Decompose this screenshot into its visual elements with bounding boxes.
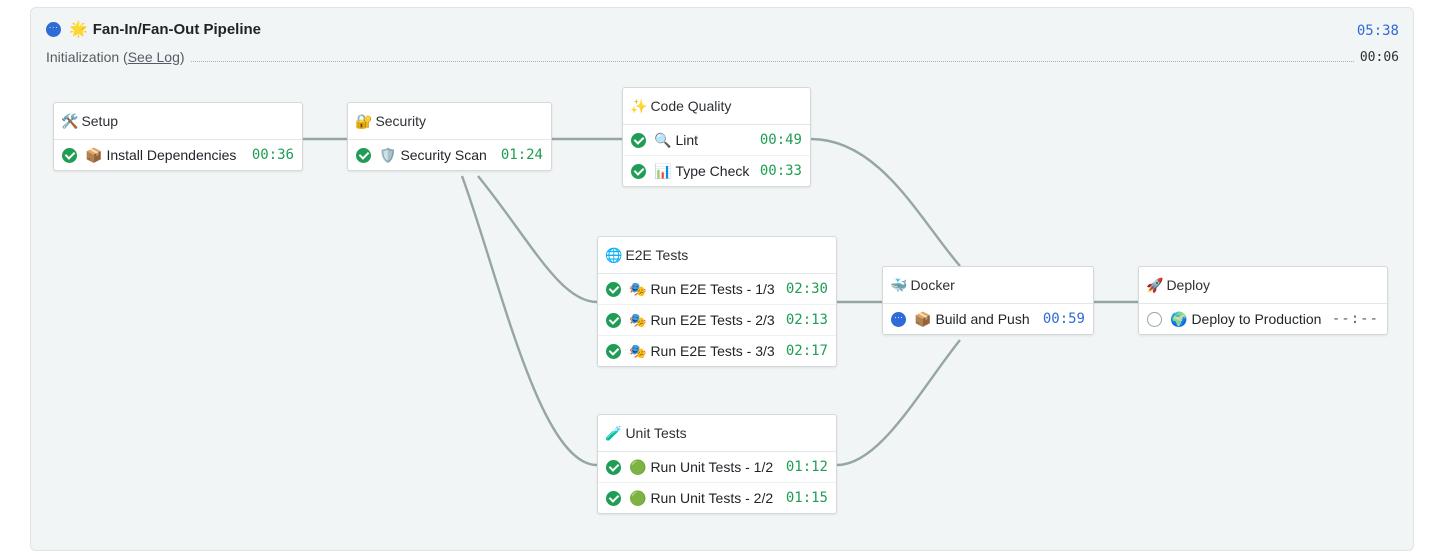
running-status-icon: ··· bbox=[46, 22, 61, 37]
green-circle-icon: 🟢 bbox=[629, 458, 647, 475]
dotted-leader bbox=[190, 60, 1354, 62]
job-time: 01:12 bbox=[785, 459, 828, 475]
job-name: Deploy to Production bbox=[1191, 311, 1322, 327]
pipeline-title[interactable]: 🌟Fan-In/Fan-Out Pipeline bbox=[69, 21, 261, 39]
masks-icon: 🎭 bbox=[629, 342, 647, 359]
passed-icon bbox=[631, 132, 646, 148]
passed-icon bbox=[631, 163, 646, 179]
job-time: 02:17 bbox=[785, 343, 828, 359]
see-log-link[interactable]: See Log bbox=[127, 49, 180, 65]
connector-security-e2e bbox=[477, 175, 598, 304]
job-name: Run E2E Tests - 1/3 bbox=[650, 281, 775, 297]
passed-icon bbox=[606, 459, 621, 475]
earth-globe-icon: 🌍 bbox=[1170, 310, 1188, 327]
block-security-title: Security bbox=[375, 113, 427, 129]
job-e2e-2[interactable]: 🎭 Run E2E Tests - 2/3 02:13 bbox=[598, 305, 836, 336]
rocket-icon: 🚀 bbox=[1146, 276, 1164, 293]
job-unit-1[interactable]: 🟢 Run Unit Tests - 1/2 01:12 bbox=[598, 452, 836, 483]
running-icon bbox=[891, 311, 906, 327]
job-deploy-to-production[interactable]: 🌍 Deploy to Production --:-- bbox=[1139, 304, 1387, 334]
block-e2e-header[interactable]: 🌐 E2E Tests bbox=[598, 237, 836, 274]
block-security[interactable]: 🔐 Security 🛡️ Security Scan 01:24 bbox=[347, 102, 552, 171]
pipeline-total-time: 05:38 bbox=[1356, 23, 1399, 39]
star-icon: 🌟 bbox=[69, 21, 88, 38]
passed-icon bbox=[356, 147, 371, 163]
job-e2e-1[interactable]: 🎭 Run E2E Tests - 1/3 02:30 bbox=[598, 274, 836, 305]
connector-security-unit bbox=[460, 175, 598, 467]
passed-icon bbox=[606, 490, 621, 506]
magnifier-icon: 🔍 bbox=[654, 131, 672, 148]
job-lint[interactable]: 🔍 Lint 00:49 bbox=[623, 125, 810, 156]
passed-icon bbox=[606, 343, 621, 359]
connector-codequality-docker bbox=[810, 137, 961, 267]
package-icon: 📦 bbox=[85, 146, 103, 163]
block-setup-header[interactable]: 🛠️ Setup bbox=[54, 103, 302, 140]
masks-icon: 🎭 bbox=[629, 311, 647, 328]
green-circle-icon: 🟢 bbox=[629, 489, 647, 506]
shield-icon: 🛡️ bbox=[379, 146, 397, 163]
passed-icon bbox=[606, 281, 621, 297]
sparkles-icon: ✨ bbox=[630, 97, 648, 114]
block-docker-title: Docker bbox=[910, 277, 955, 293]
job-name: Build and Push bbox=[935, 311, 1030, 327]
job-time: 00:59 bbox=[1042, 311, 1085, 327]
block-docker[interactable]: 🐳 Docker 📦 Build and Push 00:59 bbox=[882, 266, 1094, 335]
block-docker-header[interactable]: 🐳 Docker bbox=[883, 267, 1093, 304]
job-type-check[interactable]: 📊 Type Check 00:33 bbox=[623, 156, 810, 186]
job-name: Run Unit Tests - 2/2 bbox=[650, 490, 774, 506]
job-time: 02:30 bbox=[785, 281, 828, 297]
block-security-header[interactable]: 🔐 Security bbox=[348, 103, 551, 140]
initialization-row: Initialization (See Log) 00:06 bbox=[46, 48, 1399, 66]
job-time: --:-- bbox=[1331, 311, 1379, 327]
block-unit-tests[interactable]: 🧪 Unit Tests 🟢 Run Unit Tests - 1/2 01:1… bbox=[597, 414, 837, 514]
passed-icon bbox=[606, 312, 621, 328]
pipeline-title-text: Fan-In/Fan-Out Pipeline bbox=[92, 21, 262, 38]
init-label: Initialization ( bbox=[46, 49, 128, 65]
bar-chart-icon: 📊 bbox=[654, 162, 672, 179]
job-time: 00:49 bbox=[759, 132, 802, 148]
job-time: 02:13 bbox=[785, 312, 828, 328]
job-name: Security Scan bbox=[400, 147, 487, 163]
job-name: Type Check bbox=[675, 163, 750, 179]
block-deploy-title: Deploy bbox=[1166, 277, 1211, 293]
block-unit-title: Unit Tests bbox=[625, 425, 687, 441]
tools-icon: 🛠️ bbox=[61, 112, 79, 129]
block-unit-header[interactable]: 🧪 Unit Tests bbox=[598, 415, 836, 452]
connector-unit-docker bbox=[836, 339, 961, 467]
whale-icon: 🐳 bbox=[890, 276, 908, 293]
block-code-quality-title: Code Quality bbox=[650, 98, 732, 114]
init-time: 00:06 bbox=[1359, 49, 1399, 65]
test-tube-icon: 🧪 bbox=[605, 424, 623, 441]
block-code-quality-header[interactable]: ✨ Code Quality bbox=[623, 88, 810, 125]
job-security-scan[interactable]: 🛡️ Security Scan 01:24 bbox=[348, 140, 551, 170]
passed-icon bbox=[62, 147, 77, 163]
block-deploy[interactable]: 🚀 Deploy 🌍 Deploy to Production --:-- bbox=[1138, 266, 1388, 335]
job-name: Run E2E Tests - 2/3 bbox=[650, 312, 775, 328]
block-e2e-tests[interactable]: 🌐 E2E Tests 🎭 Run E2E Tests - 1/3 02:30 … bbox=[597, 236, 837, 367]
init-label-close: ) bbox=[179, 49, 185, 65]
job-name: Install Dependencies bbox=[106, 147, 237, 163]
pending-icon bbox=[1147, 311, 1162, 327]
job-name: Lint bbox=[675, 132, 699, 148]
package-icon: 📦 bbox=[914, 310, 932, 327]
lock-icon: 🔐 bbox=[355, 112, 373, 129]
job-time: 00:36 bbox=[251, 147, 294, 163]
job-install-dependencies[interactable]: 📦 Install Dependencies 00:36 bbox=[54, 140, 302, 170]
job-time: 01:24 bbox=[500, 147, 543, 163]
block-e2e-title: E2E Tests bbox=[625, 247, 689, 263]
job-build-and-push[interactable]: 📦 Build and Push 00:59 bbox=[883, 304, 1093, 334]
job-time: 00:33 bbox=[759, 163, 802, 179]
job-name: Run E2E Tests - 3/3 bbox=[650, 343, 775, 359]
block-setup[interactable]: 🛠️ Setup 📦 Install Dependencies 00:36 bbox=[53, 102, 303, 171]
masks-icon: 🎭 bbox=[629, 280, 647, 297]
job-unit-2[interactable]: 🟢 Run Unit Tests - 2/2 01:15 bbox=[598, 483, 836, 513]
globe-icon: 🌐 bbox=[605, 246, 623, 263]
job-name: Run Unit Tests - 1/2 bbox=[650, 459, 774, 475]
block-setup-title: Setup bbox=[81, 113, 119, 129]
job-time: 01:15 bbox=[785, 490, 828, 506]
block-deploy-header[interactable]: 🚀 Deploy bbox=[1139, 267, 1387, 304]
job-e2e-3[interactable]: 🎭 Run E2E Tests - 3/3 02:17 bbox=[598, 336, 836, 366]
block-code-quality[interactable]: ✨ Code Quality 🔍 Lint 00:49 📊 Type Check… bbox=[622, 87, 811, 187]
